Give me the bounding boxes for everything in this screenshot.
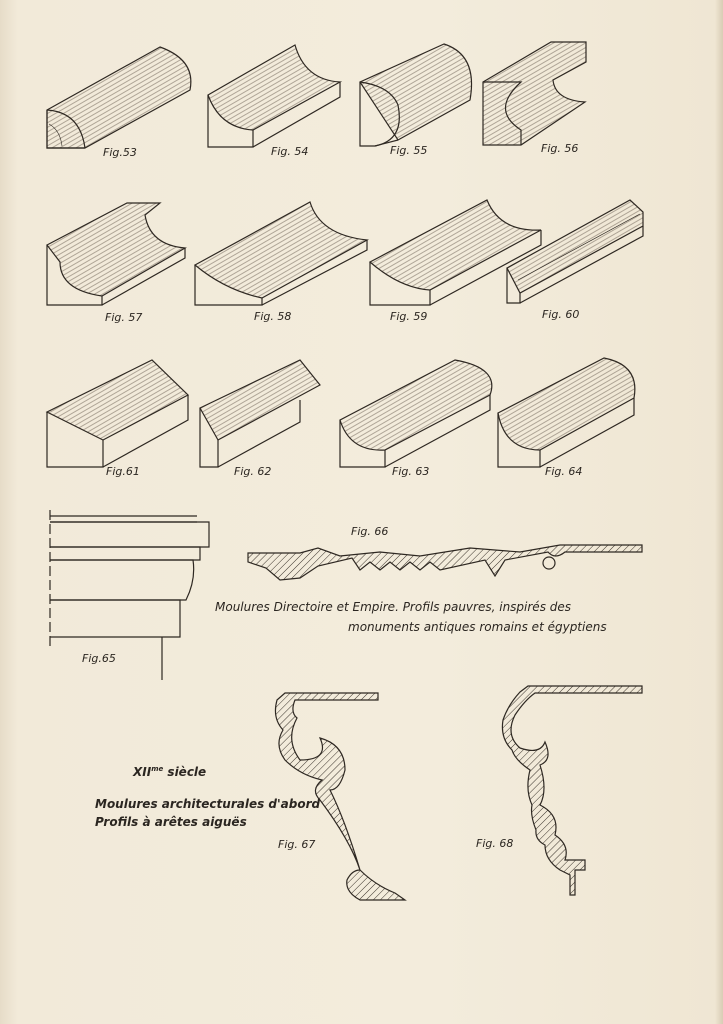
fig-64-label: Fig. 64 bbox=[545, 465, 583, 478]
figure-63-drawing bbox=[339, 359, 493, 468]
century-heading: XIIme siècle bbox=[133, 765, 206, 779]
figure-55-drawing bbox=[359, 43, 473, 147]
figure-53-drawing bbox=[46, 46, 192, 149]
directoire-caption-line1: Moulures Directoire et Empire. Profils p… bbox=[215, 600, 572, 614]
fig-65-label: Fig.65 bbox=[82, 652, 116, 665]
figure-68-drawing bbox=[501, 685, 643, 896]
figure-54-drawing bbox=[207, 44, 343, 148]
page-edge-shadow bbox=[715, 0, 723, 1024]
fig-68-label: Fig. 68 bbox=[476, 837, 514, 850]
fig-60-label: Fig. 60 bbox=[542, 308, 580, 321]
figure-58-drawing bbox=[193, 201, 369, 306]
figure-67-drawing bbox=[274, 692, 407, 901]
architectural-caption-line2: Profils à arêtes aiguës bbox=[95, 815, 247, 829]
fig-53-label: Fig.53 bbox=[103, 146, 137, 159]
century-superscript: me bbox=[151, 765, 164, 773]
figure-61-drawing bbox=[45, 359, 190, 468]
figure-57-drawing bbox=[46, 202, 187, 306]
fig-63-label: Fig. 63 bbox=[392, 465, 430, 478]
fig-67-label: Fig. 67 bbox=[278, 838, 316, 851]
directoire-caption-line2: monuments antiques romains et égyptiens bbox=[348, 620, 607, 634]
fig-66-label: Fig. 66 bbox=[351, 525, 389, 538]
figure-66-drawing bbox=[247, 544, 643, 581]
fig-61-label: Fig.61 bbox=[106, 465, 140, 478]
figure-64-drawing bbox=[497, 357, 636, 468]
fig-59-label: Fig. 59 bbox=[390, 310, 428, 323]
fig-56-label: Fig. 56 bbox=[541, 142, 579, 155]
fig-57-label: Fig. 57 bbox=[105, 311, 143, 324]
figure-62-drawing bbox=[199, 359, 321, 468]
architectural-caption-line1: Moulures architecturales d'abord bbox=[95, 797, 321, 811]
figure-65-drawing bbox=[49, 510, 210, 680]
century-numeral: XII bbox=[133, 765, 152, 779]
figure-60-drawing bbox=[506, 199, 644, 304]
figure-59-drawing bbox=[368, 199, 542, 306]
fig-58-label: Fig. 58 bbox=[254, 310, 292, 323]
fig-55-label: Fig. 55 bbox=[390, 144, 428, 157]
figure-56-drawing bbox=[482, 41, 587, 146]
fig-62-label: Fig. 62 bbox=[234, 465, 272, 478]
century-word: siècle bbox=[167, 765, 207, 779]
fig-54-label: Fig. 54 bbox=[271, 145, 309, 158]
